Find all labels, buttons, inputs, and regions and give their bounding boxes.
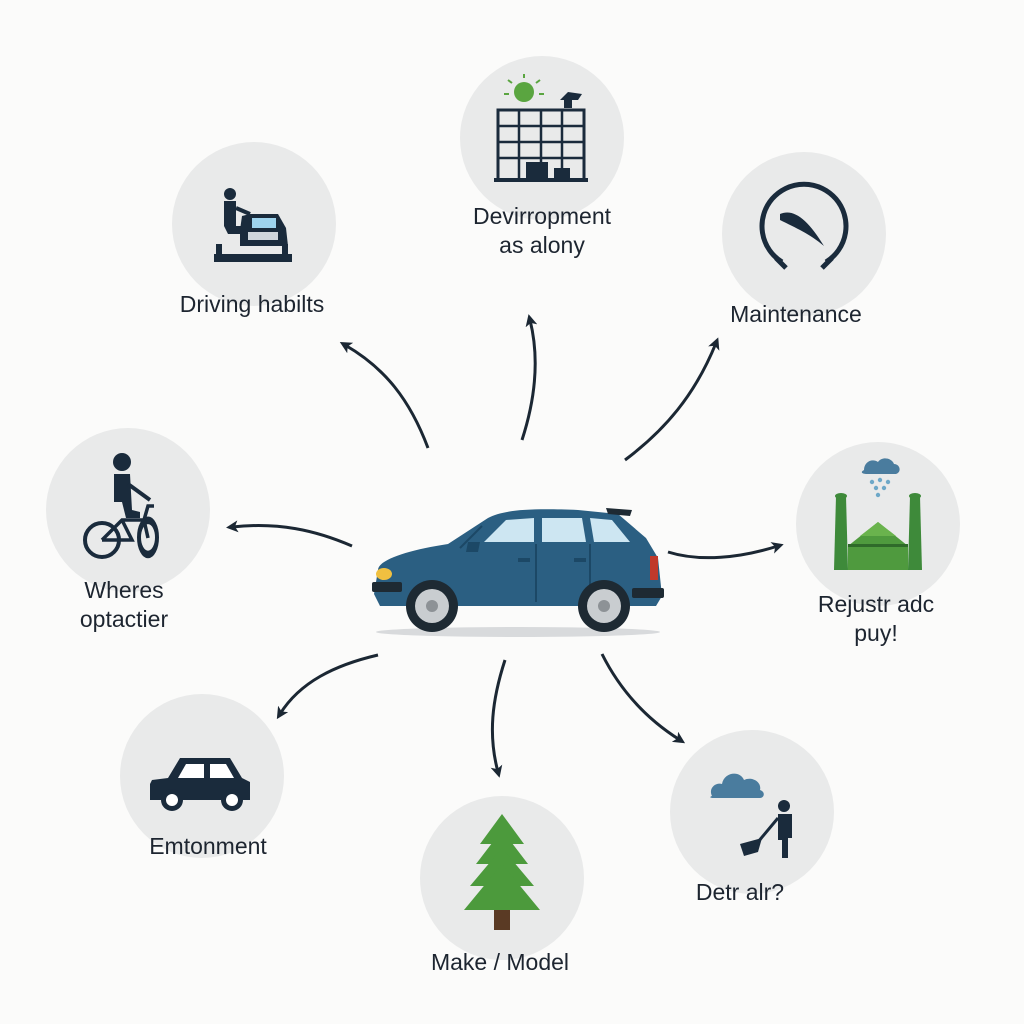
arrow-to-make-model	[490, 659, 507, 778]
arrow-to-maintenance	[624, 337, 720, 462]
arrow-to-driving-habits	[339, 342, 430, 449]
hatchback-car-icon	[372, 508, 664, 637]
label-make-model: Make / Model	[430, 949, 570, 975]
factory-smokestacks-cloud-icon	[834, 458, 922, 570]
label-wheres-optactier: Wheres optactier	[79, 577, 169, 632]
label-emtonment: Emtonment	[149, 833, 267, 859]
arrow-to-emtonment	[276, 653, 379, 720]
small-car-icon	[150, 758, 250, 811]
arrow-to-devirropment	[520, 314, 538, 441]
pine-tree-icon	[464, 814, 540, 930]
arrow-to-rejustr	[667, 542, 784, 560]
person-driving-car-icon	[214, 188, 292, 262]
gauge-dial-icon	[759, 181, 849, 270]
arrow-to-detr-alr	[600, 653, 686, 744]
label-devirropment: Devirropment as alony	[472, 203, 612, 258]
label-maintenance: Maintenance	[730, 301, 862, 327]
person-cloud-vacuum-icon	[710, 773, 792, 858]
arrow-to-wheres-optactier	[226, 520, 353, 548]
node-circle-maintenance	[722, 152, 886, 316]
factory-building-sun-icon	[494, 74, 588, 182]
label-detr-alr: Detr alr?	[695, 879, 785, 905]
person-bicycle-icon	[83, 453, 159, 559]
node-circle-detr-alr	[670, 730, 834, 894]
label-driving-habits: Driving habilts	[179, 291, 325, 317]
label-rejustr: Rejustr adc puy!	[817, 591, 935, 646]
